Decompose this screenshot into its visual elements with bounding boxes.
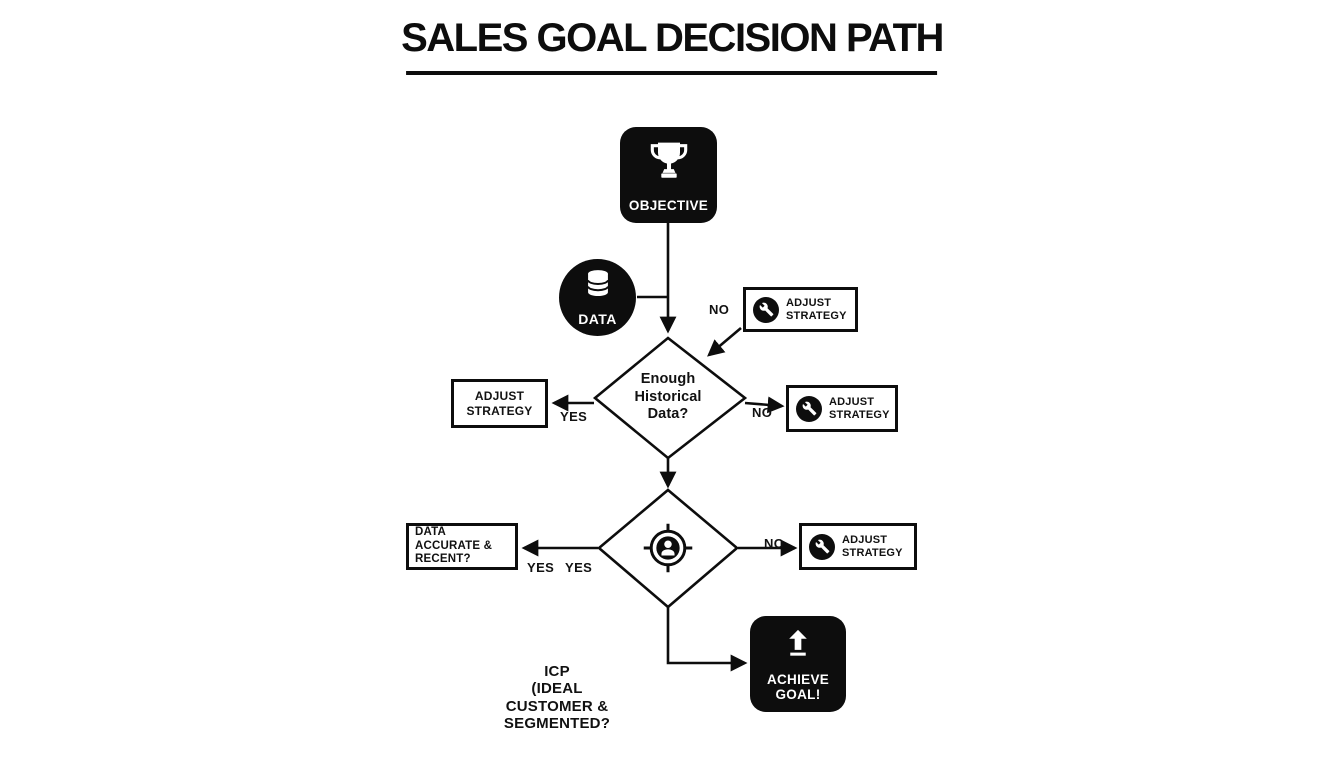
arrow-decision2-to-achieve — [666, 607, 748, 672]
adjust-strategy-box-bottom: ADJUST STRATEGY — [799, 523, 917, 570]
data-accurate-label: DATA ACCURATE & RECENT? — [415, 526, 493, 566]
trophy-icon — [647, 138, 691, 187]
data-accurate-box: DATA ACCURATE & RECENT? — [406, 523, 518, 570]
adjust-strategy-box-left: ADJUST STRATEGY — [451, 379, 548, 428]
database-icon — [581, 266, 615, 305]
target-person-icon — [640, 520, 696, 581]
edge-label-no-2: NO — [764, 536, 785, 551]
edge-label-yes-2b: YES — [565, 560, 593, 575]
adjust-strategy-label: ADJUST STRATEGY — [829, 395, 890, 421]
title-underline — [406, 71, 938, 75]
achieve-goal-label: ACHIEVE GOAL! — [766, 671, 830, 703]
objective-label: OBJECTIVE — [628, 198, 709, 214]
edge-label-no-1: NO — [752, 405, 773, 420]
achieve-goal-node: ACHIEVE GOAL! — [750, 616, 846, 712]
edge-label-no-top: NO — [709, 302, 730, 317]
wrench-icon — [809, 533, 835, 560]
edge-label-yes-1: YES — [560, 409, 588, 424]
wrench-icon — [753, 296, 779, 323]
icp-note: ICP (IDEAL CUSTOMER & SEGMENTED? — [503, 663, 611, 733]
page-title: SALES GOAL DECISION PATH — [401, 16, 944, 60]
up-arrow-icon — [782, 627, 814, 664]
decision-historical-label: Enough Historical Data? — [634, 371, 702, 423]
adjust-strategy-label: ADJUST STRATEGY — [466, 389, 533, 418]
adjust-strategy-box-mid: ADJUST STRATEGY — [786, 385, 898, 432]
data-node: DATA — [559, 259, 636, 336]
title-block: SALES GOAL DECISION PATH — [401, 16, 944, 75]
objective-node: OBJECTIVE — [620, 127, 717, 223]
arrow-no-top-to-decision1 — [707, 327, 742, 357]
data-label: DATA — [578, 311, 617, 327]
wrench-icon — [796, 395, 822, 422]
adjust-strategy-label: ADJUST STRATEGY — [842, 533, 903, 559]
adjust-strategy-label: ADJUST STRATEGY — [786, 296, 847, 322]
edge-label-yes-2a: YES — [527, 560, 555, 575]
adjust-strategy-box-top: ADJUST STRATEGY — [743, 287, 858, 332]
